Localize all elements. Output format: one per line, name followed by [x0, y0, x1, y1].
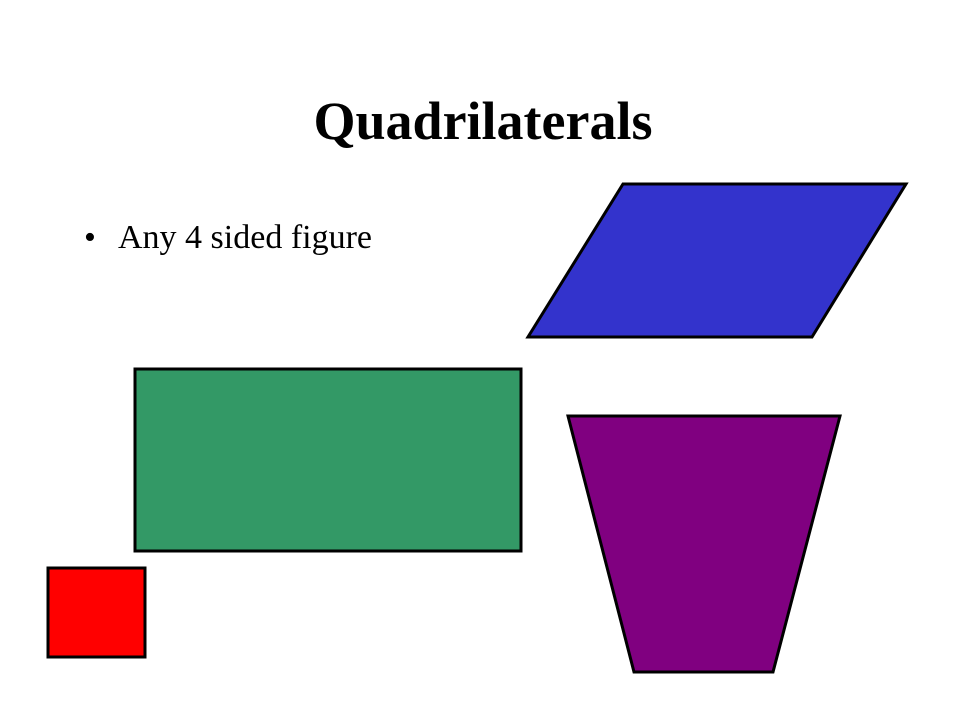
trapezoid-shape: [566, 414, 842, 674]
bullet-marker: •: [84, 219, 96, 256]
bullet-list: • Any 4 sided figure: [84, 218, 372, 259]
bullet-item: • Any 4 sided figure: [84, 218, 372, 259]
bullet-text: Any 4 sided figure: [118, 219, 373, 256]
slide-title: Quadrilaterals: [313, 91, 653, 151]
rectangle-shape: [133, 367, 523, 553]
parallelogram-shape: [525, 182, 909, 339]
square-shape: [46, 566, 147, 659]
